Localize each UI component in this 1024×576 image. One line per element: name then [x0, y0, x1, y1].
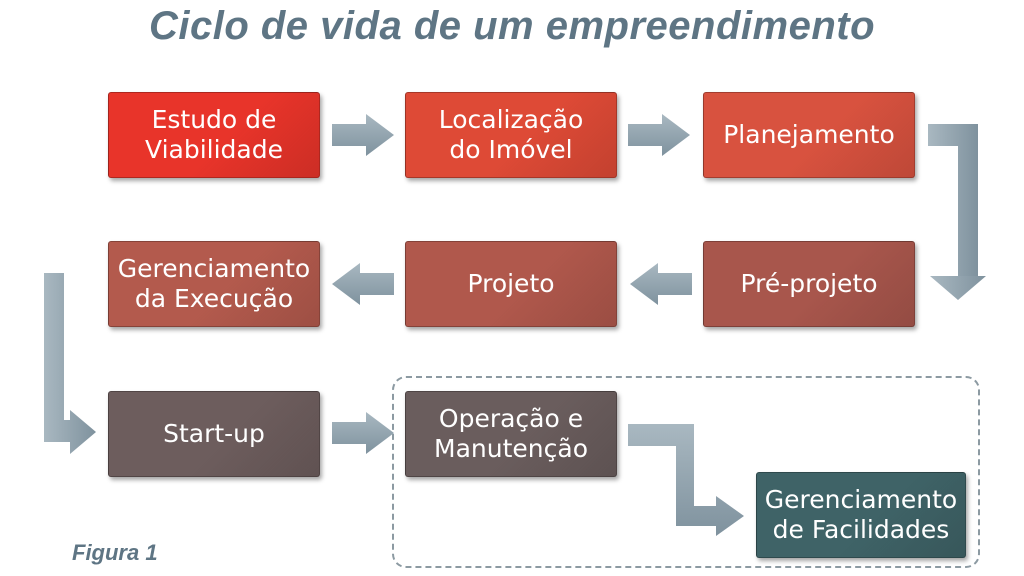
step-planejamento: Planejamento — [703, 92, 915, 178]
step-label: Gerenciamento de Facilidades — [764, 485, 958, 544]
bent-arrow-down-right-icon — [44, 273, 96, 454]
step-label: Estudo de Viabilidade — [145, 105, 283, 164]
step-projeto: Projeto — [405, 241, 617, 327]
bent-arrow-down-icon — [928, 124, 978, 300]
arrow-right-icon — [628, 114, 690, 156]
step-start-up: Start-up — [108, 391, 320, 477]
step-gerenciamento-facilidades: Gerenciamento de Facilidades — [756, 472, 966, 558]
step-pre-projeto: Pré-projeto — [703, 241, 915, 327]
bent-arrow-right-icon — [628, 424, 744, 536]
step-label: Projeto — [467, 269, 555, 298]
arrow-left-icon — [332, 263, 394, 305]
bent-arrow-head-icon — [930, 276, 986, 300]
step-label: Start-up — [163, 419, 265, 448]
diagram-title: Ciclo de vida de um empreendimento — [148, 4, 876, 48]
step-label: Planejamento — [723, 120, 895, 149]
figure-caption: Figura 1 — [72, 540, 158, 565]
step-label: Gerenciamento da Execução — [117, 254, 311, 313]
step-estudo-viabilidade: Estudo de Viabilidade — [108, 92, 320, 178]
arrow-left-icon — [630, 263, 692, 305]
step-label: Localização do Imóvel — [438, 105, 584, 164]
arrow-right-icon — [332, 412, 394, 454]
step-label: Operação e Manutenção — [434, 404, 588, 463]
arrow-right-icon — [332, 114, 394, 156]
dashed-group-border — [392, 376, 980, 568]
step-label: Pré-projeto — [740, 269, 878, 298]
step-gerenciamento-execucao: Gerenciamento da Execução — [108, 241, 320, 327]
step-localizacao-imovel: Localização do Imóvel — [405, 92, 617, 178]
step-operacao-manutencao: Operação e Manutenção — [405, 391, 617, 477]
